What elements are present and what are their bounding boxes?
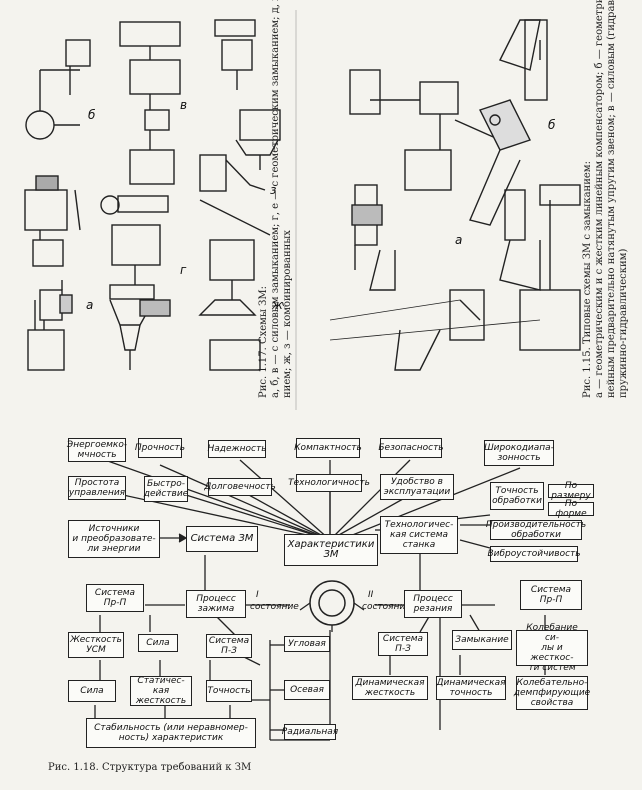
- req-by-shape: По форме: [548, 499, 594, 519]
- req-manufacturability: Технологичность: [288, 474, 370, 492]
- fig18-caption: Рис. 1.18. Структура требований к ЗМ: [48, 762, 252, 773]
- req-processing-accuracy: Точность обработки: [490, 482, 544, 510]
- req-ease-of-use: Удобство в эксплуатации: [380, 474, 454, 500]
- force-left: Сила: [138, 634, 178, 652]
- system-pz-left: Система П-З: [206, 634, 252, 658]
- req-reliability: Надежность: [207, 440, 267, 458]
- req-strength: Прочность: [135, 438, 185, 458]
- req-vibration: Виброустойчивость: [487, 546, 581, 562]
- sublabel: в: [180, 98, 188, 112]
- clamping-process: Процесс зажима: [186, 590, 246, 618]
- req-wide-range: Широкодиапа- зонность: [484, 440, 554, 466]
- req-simple-control: Простота управления: [68, 476, 126, 500]
- dynamic-stiffness: Динамическая жесткость: [352, 676, 428, 700]
- state-1-number: I: [256, 590, 259, 600]
- state-2-number: II: [368, 590, 374, 600]
- state-1-label: состояние: [250, 602, 299, 612]
- sublabel: г: [180, 263, 187, 277]
- zm-characteristics: Характеристики ЗМ: [284, 534, 378, 566]
- energy-sources: Источники и преобразовате- ли энергии: [68, 520, 160, 558]
- radial-stiffness: Радиальная: [282, 724, 338, 740]
- req-by-size: По размеру: [548, 481, 594, 501]
- force-bottom: Сила: [68, 680, 116, 702]
- axial-stiffness: Осевая: [284, 680, 330, 700]
- system-pz-right: Система П-З: [378, 632, 428, 656]
- dynamic-accuracy: Динамическая точность: [436, 676, 506, 700]
- sublabel: б: [88, 108, 96, 122]
- rotated-figures-page: Рис. 1.17. Схемы ЗМ: а, б, в — с силовым…: [24, 0, 629, 410]
- req-productivity: Производительность обработки: [485, 520, 587, 540]
- accuracy: Точность: [206, 680, 252, 702]
- system-zm: Система ЗМ: [186, 526, 258, 552]
- state-2-label: состояние: [362, 602, 411, 612]
- system-prp-left: Система Пр-П: [86, 584, 144, 612]
- system-prp-right: Система Пр-П: [520, 580, 582, 610]
- static-stiffness: Статичес- кая жесткость: [130, 676, 192, 706]
- sublabel: з: [270, 183, 277, 197]
- closing: Замыкание: [452, 630, 512, 650]
- sublabel: а: [86, 298, 94, 312]
- force-oscillation: Колебание си- лы и жесткос- ти систем: [516, 623, 588, 673]
- oscillation-damping: Колебательно- демпфирующие свойства: [513, 676, 591, 710]
- req-compactness: Компактность: [294, 438, 362, 458]
- characteristics-symbol: [299, 580, 365, 632]
- usm-stiffness: Жесткость УСМ: [68, 632, 124, 658]
- req-durability: Долговечность: [204, 478, 276, 496]
- stability-characteristics: Стабильность (или неравномер- ность) хар…: [86, 718, 256, 748]
- sublabel: ж: [272, 298, 283, 312]
- mechanism-sketches: [24, 10, 581, 410]
- sublabel: б: [548, 118, 556, 132]
- req-safety: Безопасность: [378, 438, 444, 458]
- machine-tech-system: Технологичес- кая система станка: [380, 516, 458, 554]
- angular-stiffness: Угловая: [284, 636, 330, 652]
- cutting-process: Процесс резания: [404, 590, 462, 618]
- req-speed: Быстро- действие: [144, 476, 188, 502]
- req-energy: Энергоемко- мчность: [66, 438, 128, 462]
- sublabel: а: [455, 233, 463, 247]
